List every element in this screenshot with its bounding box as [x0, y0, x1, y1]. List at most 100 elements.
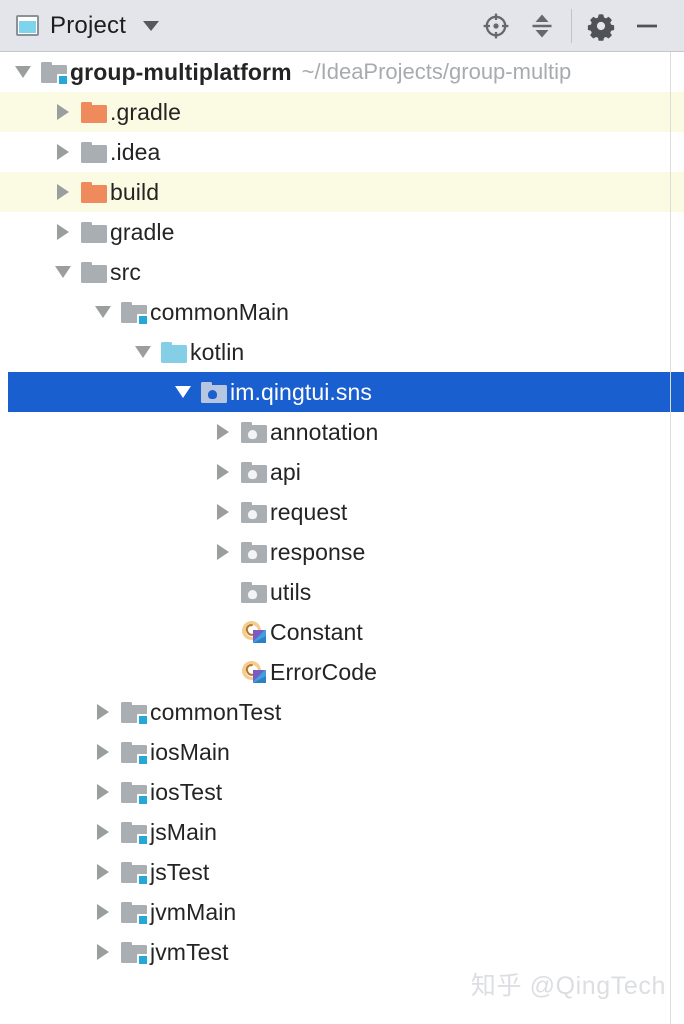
node-label: im.qingtui.sns [230, 378, 373, 405]
tree-row[interactable]: ErrorCode [0, 652, 684, 692]
node-label: gradle [110, 218, 175, 245]
chevron-down-icon [135, 346, 151, 358]
chevron-right-icon [97, 864, 109, 880]
chevron-down-icon[interactable] [143, 20, 160, 31]
tree-row[interactable]: utils [0, 572, 684, 612]
watermark: 知乎 @QingTech [470, 972, 666, 1000]
package-icon [241, 541, 267, 563]
collapse-arrow[interactable] [128, 346, 158, 358]
kotlin-object-icon [241, 660, 267, 684]
tree-row[interactable]: group-multiplatform~/IdeaProjects/group-… [0, 52, 684, 92]
node-label: jvmMain [150, 898, 237, 925]
node-icon [78, 261, 110, 283]
node-icon [158, 341, 190, 363]
expand-arrow[interactable] [208, 544, 238, 560]
expand-arrow[interactable] [48, 224, 78, 240]
tree-row[interactable]: response [0, 532, 684, 572]
package-icon [241, 421, 267, 443]
folder-cyan-icon [161, 341, 187, 363]
gear-icon [587, 13, 615, 41]
tree-row[interactable]: kotlin [0, 332, 684, 372]
expand-arrow[interactable] [48, 184, 78, 200]
source-root-folder-icon [121, 941, 149, 966]
tree-row[interactable]: jvmTest [0, 932, 684, 972]
node-label: annotation [270, 418, 379, 445]
node-label: Constant [270, 618, 363, 645]
node-icon [238, 461, 270, 483]
project-tree[interactable]: group-multiplatform~/IdeaProjects/group-… [0, 52, 684, 1024]
tree-row[interactable]: im.qingtui.sns [0, 372, 684, 412]
tree-row[interactable]: commonMain [0, 292, 684, 332]
tree-row[interactable]: jsTest [0, 852, 684, 892]
node-label: group-multiplatform [70, 58, 292, 85]
kotlin-object-icon [241, 620, 267, 644]
tree-row[interactable]: jsMain [0, 812, 684, 852]
folder-icon [81, 221, 107, 243]
expand-arrow[interactable] [88, 824, 118, 840]
tree-row[interactable]: commonTest [0, 692, 684, 732]
node-icon [118, 741, 150, 766]
package-icon [201, 381, 227, 403]
tree-row[interactable]: iosTest [0, 772, 684, 812]
project-toolbar: Project [0, 0, 684, 52]
expand-arrow[interactable] [88, 784, 118, 800]
select-opened-file-button[interactable] [473, 0, 519, 52]
expand-arrow[interactable] [208, 464, 238, 480]
node-label: ErrorCode [270, 658, 377, 685]
expand-arrow[interactable] [88, 704, 118, 720]
tree-row[interactable]: build [0, 172, 684, 212]
collapse-arrow[interactable] [168, 386, 198, 398]
tree-row[interactable]: jvmMain [0, 892, 684, 932]
tree-row[interactable]: api [0, 452, 684, 492]
node-label: commonMain [150, 298, 290, 325]
node-icon [38, 61, 70, 86]
expand-arrow[interactable] [48, 104, 78, 120]
chevron-right-icon [97, 744, 109, 760]
chevron-right-icon [217, 424, 229, 440]
expand-arrow[interactable] [88, 904, 118, 920]
tree-row[interactable]: Constant [0, 612, 684, 652]
settings-button[interactable] [578, 0, 624, 52]
chevron-right-icon [57, 224, 69, 240]
chevron-right-icon [57, 104, 69, 120]
source-root-folder-icon [41, 61, 69, 86]
chevron-right-icon [97, 904, 109, 920]
source-root-folder-icon [121, 861, 149, 886]
tree-row[interactable]: request [0, 492, 684, 532]
source-root-folder-icon [121, 821, 149, 846]
tree-row[interactable]: src [0, 252, 684, 292]
node-label: api [270, 458, 301, 485]
collapse-arrow[interactable] [88, 306, 118, 318]
package-icon [241, 501, 267, 523]
expand-arrow[interactable] [88, 864, 118, 880]
expand-arrow[interactable] [48, 144, 78, 160]
tree-row[interactable]: .idea [0, 132, 684, 172]
folder-icon [81, 261, 107, 283]
expand-arrow[interactable] [88, 944, 118, 960]
node-label: iosMain [150, 738, 230, 765]
tree-row[interactable]: annotation [0, 412, 684, 452]
chevron-down-icon [95, 306, 111, 318]
collapse-arrow[interactable] [8, 66, 38, 78]
node-label: kotlin [190, 338, 245, 365]
package-icon [241, 461, 267, 483]
expand-arrow[interactable] [208, 424, 238, 440]
tree-row[interactable]: iosMain [0, 732, 684, 772]
chevron-down-icon [175, 386, 191, 398]
node-label: build [110, 178, 160, 205]
node-icon [238, 541, 270, 563]
collapse-arrow[interactable] [48, 266, 78, 278]
expand-arrow[interactable] [88, 744, 118, 760]
tree-row[interactable]: .gradle [0, 92, 684, 132]
source-root-folder-icon [121, 901, 149, 926]
package-icon [241, 581, 267, 603]
chevron-right-icon [217, 544, 229, 560]
node-label: jsTest [150, 858, 210, 885]
collapse-all-button[interactable] [519, 0, 565, 52]
node-label: src [110, 258, 141, 285]
hide-button[interactable] [624, 0, 670, 52]
expand-arrow[interactable] [208, 504, 238, 520]
tree-row[interactable]: gradle [0, 212, 684, 252]
collapse-all-icon [532, 14, 552, 37]
project-title-group[interactable]: Project [0, 12, 160, 40]
